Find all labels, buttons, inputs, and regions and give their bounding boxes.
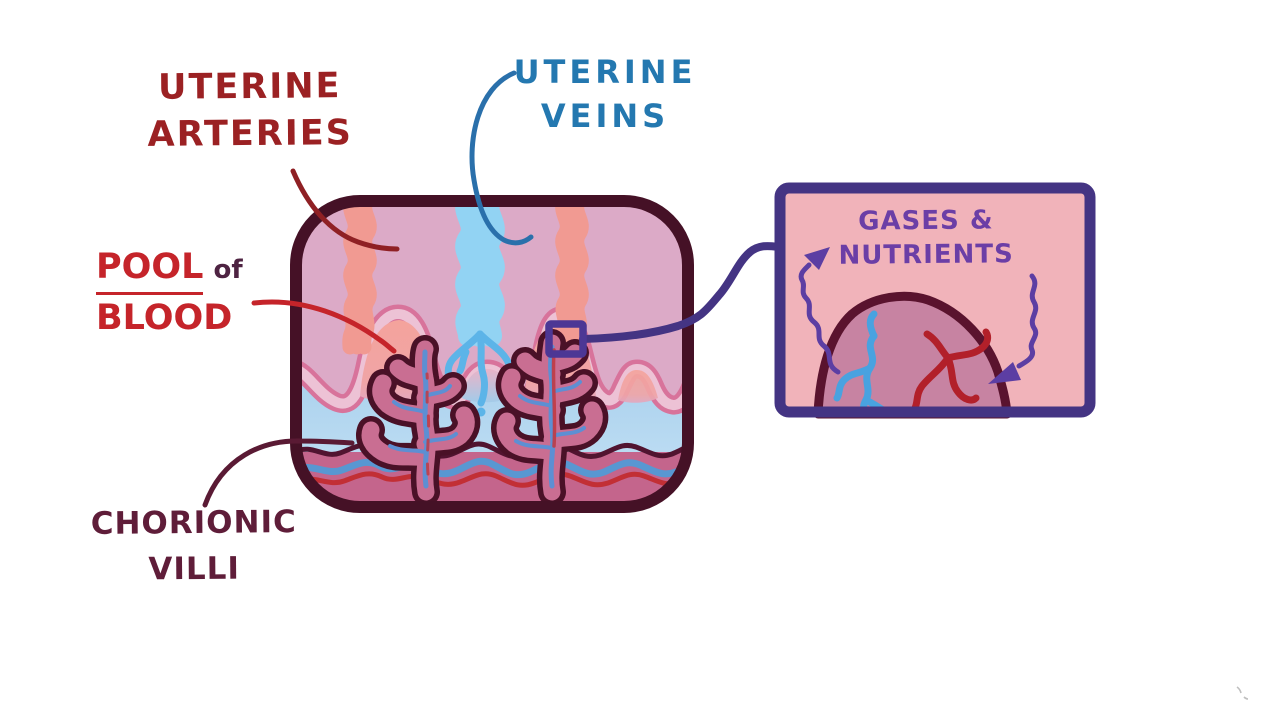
- corner-mark: [1236, 686, 1249, 700]
- inset-connector-line: [579, 242, 784, 343]
- gas-exchange-arrow-in: [988, 273, 1039, 384]
- pool-of-word: of: [213, 255, 243, 285]
- blood-word: BLOOD: [96, 298, 233, 338]
- chorionic-villi-label-line1: CHORIONIC: [90, 504, 297, 542]
- uterine-artery-right: [563, 201, 582, 357]
- inset-border: [774, 182, 1096, 418]
- basal-artery-line: [296, 471, 688, 488]
- arrowhead-out: [804, 247, 830, 270]
- pool-of-blood-pointer: [251, 299, 397, 354]
- gases-nutrients-label-line1: GASES &: [858, 205, 994, 237]
- chorionic-villus-right: [491, 329, 609, 506]
- uterine-arteries-pointer: [290, 168, 400, 252]
- pool-of-blood-edge: [618, 370, 658, 403]
- uterine-arteries-label-line2: ARTERIES: [147, 113, 354, 155]
- magnifier-square: [545, 320, 587, 358]
- uterine-veins-label: UTERINE VEINS: [505, 50, 705, 138]
- arrowhead-in: [988, 362, 1021, 384]
- pool-of-blood-label: POOL of BLOOD: [96, 244, 286, 342]
- uterine-arteries-label: UTERINE ARTERIES: [118, 63, 383, 159]
- pool-word: POOL: [96, 244, 204, 295]
- uterine-arteries-label-line1: UTERINE: [157, 66, 342, 108]
- chorionic-villi-label-line2: VILLI: [148, 550, 241, 588]
- gas-exchange-arrow-out: [798, 247, 841, 375]
- uterine-wall-outline: [290, 195, 694, 513]
- uterine-wall-cross-section: [290, 195, 694, 513]
- gases-nutrients-label: GASES & NUTRIENTS: [820, 203, 1033, 273]
- gas-exchange-inset: [774, 182, 1096, 419]
- uterine-artery-left: [350, 201, 370, 355]
- villus-artery-hint-right: [551, 348, 557, 448]
- uterine-veins-label-line2: VEINS: [540, 97, 670, 135]
- uterine-veins-pointer: [469, 70, 534, 246]
- uterine-veins-label-line1: UTERINE: [513, 53, 697, 91]
- gases-nutrients-label-line2: NUTRIENTS: [838, 239, 1014, 271]
- villus-vessels-left: [388, 349, 458, 489]
- fetal-artery-inset: [911, 328, 992, 412]
- chorionic-villi-pointer: [202, 438, 355, 508]
- chorionic-villi-label: CHORIONIC VILLI: [82, 499, 307, 593]
- chorionic-villus-left: [356, 335, 481, 506]
